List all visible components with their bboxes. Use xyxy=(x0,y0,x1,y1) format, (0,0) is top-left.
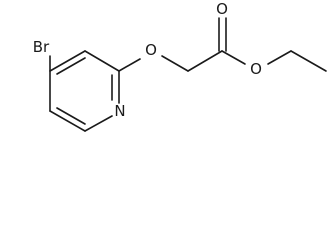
bond-carbonyl-ester-oxygen xyxy=(221,50,246,65)
ring-bond-n1-c6 xyxy=(84,115,113,132)
ester-oxygen-label: O xyxy=(250,60,262,78)
ether-oxygen-label: O xyxy=(145,41,157,59)
bond-ch2-carbonyl xyxy=(187,50,223,72)
bond-ether-oxygen-ch2 xyxy=(161,55,189,72)
ring-bond-c4-c3 xyxy=(49,50,86,72)
bromine-label: Br xyxy=(33,38,50,56)
ring-bond-c6-c5 xyxy=(49,110,86,132)
bond-ester-oxygen-ch2 xyxy=(267,50,292,65)
carbonyl-oxygen-label: O xyxy=(216,0,228,18)
chemical-structure-diagram: Br O O O N xyxy=(33,0,327,132)
ring-nitrogen-label: N xyxy=(114,102,125,120)
ring-double-bond-c4-c3 xyxy=(56,57,86,75)
bond-ethyl-ch3 xyxy=(290,50,327,72)
bond-c2-ether-oxygen xyxy=(118,58,141,72)
ring-bond-c3-c2 xyxy=(84,50,120,72)
ring-double-bond-c6-c5 xyxy=(56,107,86,125)
